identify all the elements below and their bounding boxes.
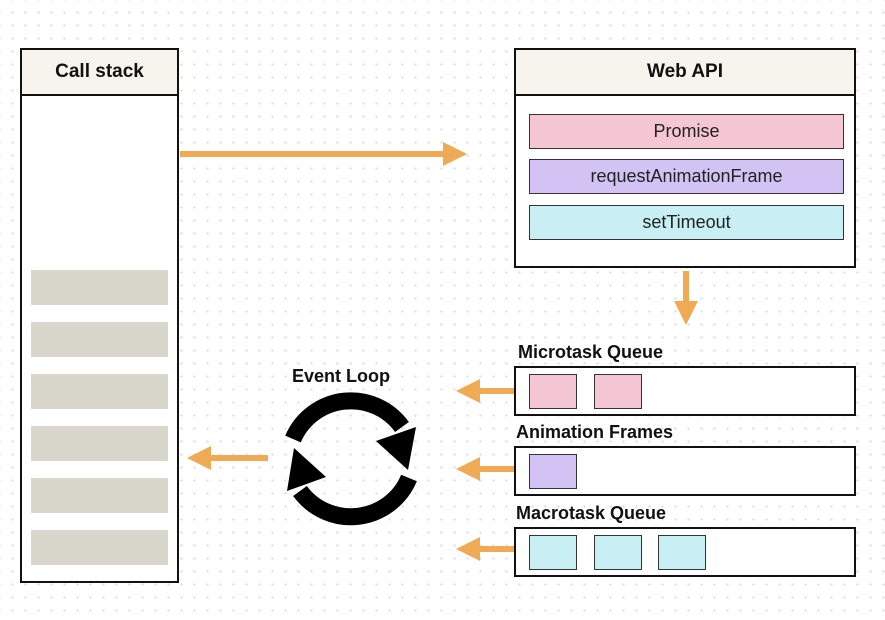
stack-slot [31,530,168,565]
microtask-item [594,374,642,409]
event-loop-icon [285,392,417,526]
animation-frames-queue [514,446,856,496]
macrotask-queue [514,527,856,577]
stack-slot [31,322,168,357]
event-loop-label: Event Loop [292,366,390,386]
web-api-panel: Web API Promise requestAnimationFrame se… [514,48,856,268]
animation-frames-label: Animation Frames [516,422,674,442]
stack-slot [31,426,168,461]
animation-frame-item [529,454,577,489]
microtask-queue-label: Microtask Queue [518,342,664,362]
macrotask-item [529,535,577,570]
microtask-queue [514,366,856,416]
stack-slot [31,270,168,305]
api-item-promise: Promise [529,114,844,149]
api-item-request-animation-frame: requestAnimationFrame [529,159,844,194]
stack-slot [31,478,168,513]
macrotask-item [658,535,706,570]
macrotask-queue-label: Macrotask Queue [516,503,667,523]
microtask-item [529,374,577,409]
stack-slot [31,374,168,409]
call-stack-panel: Call stack [20,48,179,583]
api-item-set-timeout: setTimeout [529,205,844,240]
web-api-title: Web API [516,50,854,96]
call-stack-title: Call stack [22,50,177,96]
macrotask-item [594,535,642,570]
